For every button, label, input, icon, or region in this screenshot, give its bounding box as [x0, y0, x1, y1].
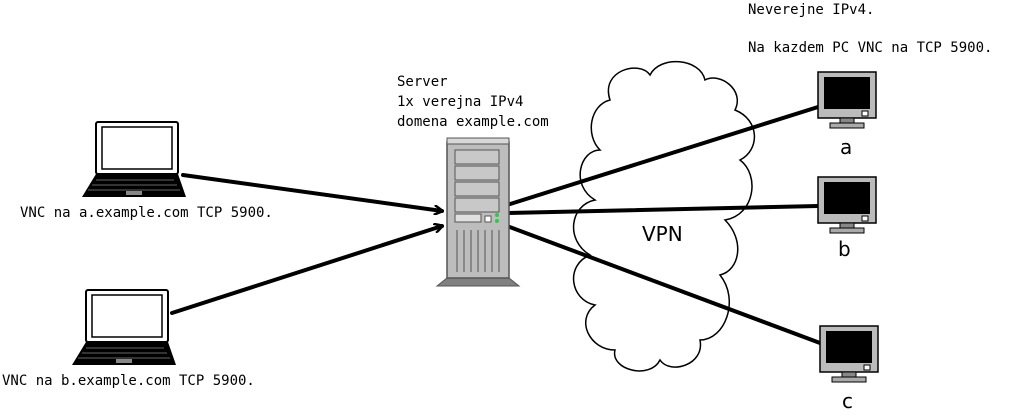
- pc-c-label: c: [842, 389, 853, 413]
- server-domain-note: domena example.com: [397, 114, 549, 130]
- client-b-label: VNC na b.example.com TCP 5900.: [2, 373, 255, 389]
- vpn-label: VPN: [642, 222, 683, 246]
- client-a-label: VNC na a.example.com TCP 5900.: [20, 205, 273, 221]
- server-ip-note: 1x verejna IPv4: [397, 94, 523, 110]
- server-icon: [435, 137, 521, 287]
- monitor-icon: [817, 176, 877, 234]
- pc-b-label: b: [838, 237, 851, 261]
- header-note-line2: Na kazdem PC VNC na TCP 5900.: [748, 40, 992, 56]
- pc-a-label: a: [840, 135, 852, 159]
- link-server-pc-c: [505, 224, 822, 345]
- link-server-pc-b: [505, 204, 820, 215]
- monitor-icon: [819, 325, 879, 383]
- header-note-line1: Neverejne IPv4.: [748, 2, 874, 18]
- laptop-icon: [82, 121, 186, 197]
- laptop-icon: [72, 289, 176, 365]
- vpn-cloud: [573, 61, 756, 372]
- link-laptop-b-server: [170, 226, 442, 315]
- link-laptop-a-server: [181, 173, 442, 211]
- monitor-icon: [817, 71, 877, 129]
- server-title: Server: [397, 74, 448, 90]
- link-server-pc-a: [505, 105, 820, 207]
